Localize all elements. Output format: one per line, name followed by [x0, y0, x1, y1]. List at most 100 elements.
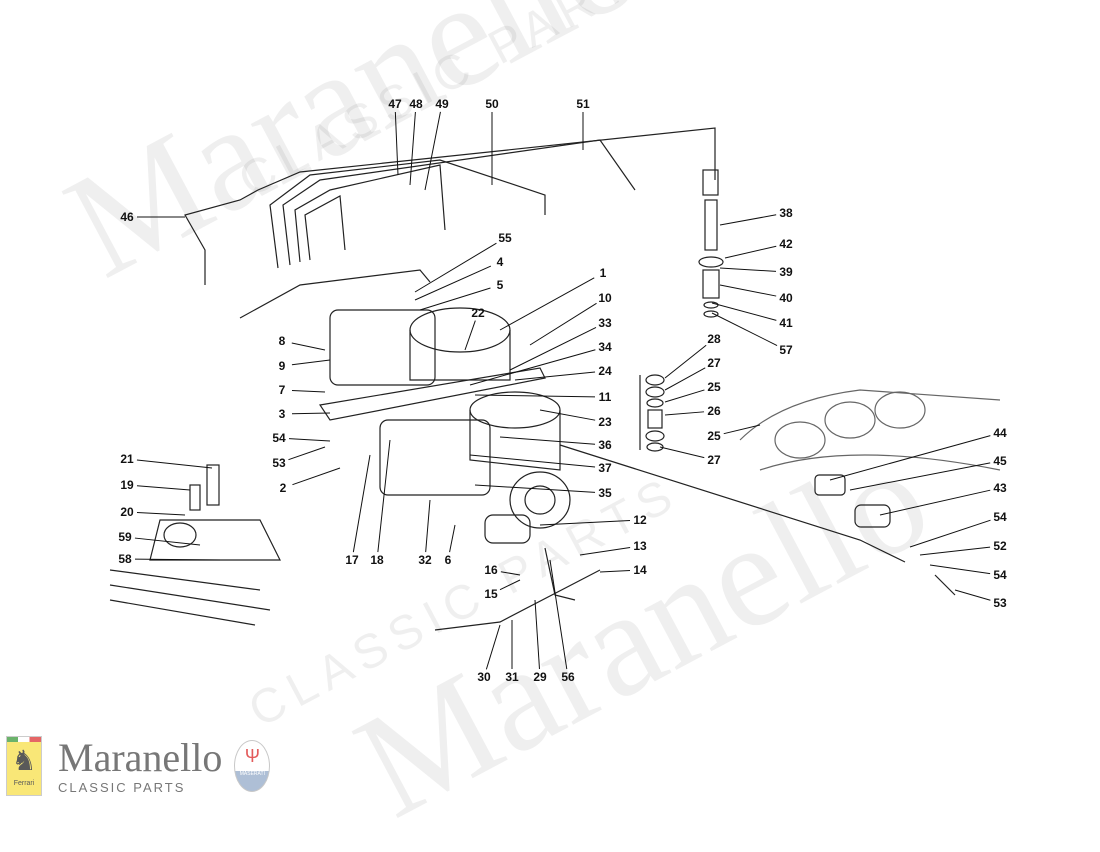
- leader-line: [499, 579, 521, 591]
- leader-line: [469, 454, 596, 468]
- callout-1: 1: [599, 266, 607, 280]
- callout-20: 20: [120, 505, 134, 519]
- callout-30: 30: [477, 670, 491, 684]
- callout-9: 9: [278, 359, 286, 373]
- leader-line: [664, 344, 707, 379]
- leader-line: [469, 349, 596, 386]
- callout-56: 56: [561, 670, 575, 684]
- callout-16: 16: [484, 563, 498, 577]
- callout-51: 51: [576, 97, 590, 111]
- callout-47: 47: [388, 97, 402, 111]
- maserati-logo: Ψ MASERATI: [234, 740, 271, 792]
- callout-6: 6: [444, 553, 452, 567]
- leader-line: [291, 389, 326, 393]
- ferrari-shield-logo: ♞ Ferrari: [6, 736, 42, 796]
- leader-line: [664, 367, 706, 391]
- leader-line: [352, 454, 371, 553]
- leader-line: [929, 564, 991, 575]
- callout-32: 32: [418, 553, 432, 567]
- leader-line: [419, 287, 491, 311]
- callout-13: 13: [633, 539, 647, 553]
- callout-27: 27: [707, 356, 721, 370]
- idle-valve: [814, 474, 956, 596]
- leader-line: [134, 558, 221, 561]
- callout-5: 5: [496, 278, 504, 292]
- leader-line: [539, 520, 631, 526]
- leader-line: [500, 571, 521, 576]
- leader-line: [514, 371, 596, 381]
- leader-line: [919, 546, 991, 556]
- callout-53: 53: [993, 596, 1007, 610]
- callout-22: 22: [471, 306, 485, 320]
- callout-50: 50: [485, 97, 499, 111]
- leader-line: [409, 111, 416, 186]
- leader-line: [599, 570, 631, 573]
- callout-49: 49: [435, 97, 449, 111]
- callout-38: 38: [779, 206, 793, 220]
- callout-15: 15: [484, 587, 498, 601]
- leader-line: [719, 267, 777, 272]
- callout-45: 45: [993, 454, 1007, 468]
- leader-line: [485, 624, 501, 670]
- maserati-logo-text: MASERATI: [239, 771, 265, 777]
- callout-10: 10: [598, 291, 612, 305]
- leader-line: [425, 499, 431, 553]
- carburettor-front: [379, 391, 571, 529]
- prancing-horse-icon: ♞: [11, 745, 37, 776]
- callout-8: 8: [278, 334, 286, 348]
- callout-23: 23: [598, 415, 612, 429]
- water-temp-sender: [109, 464, 281, 626]
- callout-35: 35: [598, 486, 612, 500]
- logo-brand: Maranello: [58, 734, 223, 780]
- callout-18: 18: [370, 553, 384, 567]
- leader-line: [414, 242, 497, 293]
- leader-line: [424, 111, 441, 191]
- callout-57: 57: [779, 343, 793, 357]
- leader-line: [909, 519, 991, 548]
- leader-line: [711, 312, 778, 346]
- leader-line: [724, 245, 777, 259]
- leader-line: [711, 302, 777, 321]
- callout-31: 31: [505, 670, 519, 684]
- callout-54: 54: [272, 431, 286, 445]
- leader-line: [136, 485, 191, 491]
- carburettor-rear: [329, 307, 511, 386]
- callout-21: 21: [120, 452, 134, 466]
- leader-line: [464, 320, 476, 351]
- callout-2: 2: [279, 481, 287, 495]
- callout-4: 4: [496, 255, 504, 269]
- leader-line: [723, 424, 761, 435]
- leader-line: [136, 512, 186, 516]
- callout-27: 27: [707, 453, 721, 467]
- leader-line: [664, 411, 705, 416]
- leader-line: [377, 439, 391, 553]
- leader-line: [449, 524, 456, 553]
- callout-29: 29: [533, 670, 547, 684]
- callout-52: 52: [993, 539, 1007, 553]
- leader-line: [291, 412, 331, 415]
- callout-59: 59: [118, 530, 132, 544]
- callout-43: 43: [993, 481, 1007, 495]
- leader-line: [529, 302, 597, 346]
- callout-55: 55: [498, 231, 512, 245]
- mount-stack: [639, 374, 665, 452]
- leader-line: [509, 326, 597, 371]
- callout-24: 24: [598, 364, 612, 378]
- callout-53: 53: [272, 456, 286, 470]
- leader-line: [579, 546, 631, 556]
- callout-11: 11: [598, 390, 612, 404]
- callout-17: 17: [345, 553, 359, 567]
- callout-34: 34: [598, 340, 612, 354]
- leader-line: [664, 389, 705, 403]
- callout-58: 58: [118, 552, 132, 566]
- callout-41: 41: [779, 316, 793, 330]
- leader-line: [288, 446, 326, 461]
- return-line: [434, 444, 906, 631]
- leader-line: [719, 284, 777, 297]
- leader-line: [474, 484, 596, 493]
- callout-3: 3: [278, 407, 286, 421]
- leader-line: [291, 342, 326, 351]
- callout-19: 19: [120, 478, 134, 492]
- leader-line: [719, 214, 777, 226]
- callout-36: 36: [598, 438, 612, 452]
